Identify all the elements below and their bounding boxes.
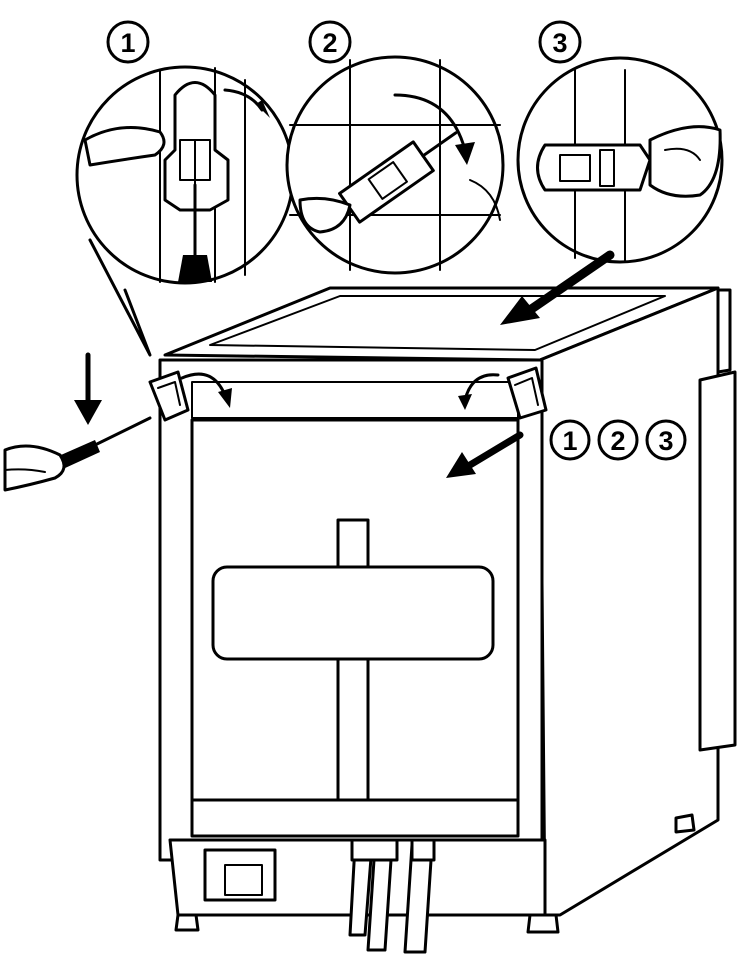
left-clip [148,370,232,422]
side-step-2: 2 [610,426,625,456]
step-3-label: 3 [552,28,567,58]
step-1-label: 1 [120,28,135,58]
clip-icon [536,143,652,192]
detail-circle-2: 2 [285,20,505,275]
detail-circle-3: 3 [516,20,724,264]
hand-icon [648,125,722,198]
side-step-labels: 1 2 3 [549,419,687,461]
clip-icon [506,366,548,420]
foot [674,813,696,834]
hand-icon [83,126,166,167]
arrow-icon [466,431,524,469]
step-2-label: 2 [322,28,337,58]
callout-pointer [88,238,152,357]
hand-icon [3,444,66,492]
clip-icon [148,370,190,422]
bracket-horizontal [211,565,495,661]
screwdriver-icon [93,416,152,447]
arrows [74,250,615,478]
side-step-1: 1 [562,426,577,456]
arrow-icon [525,250,615,315]
hand-with-screwdriver [3,416,152,492]
right-clip [458,366,548,420]
step-2-badge [308,20,352,64]
plinth-vent [203,848,277,902]
detail-circle-1: 1 [75,20,295,357]
step-1-badge [106,20,150,64]
hand-icon [298,196,352,234]
step-3-badge [538,20,582,64]
appliance [158,286,737,954]
foot [174,913,200,932]
side-step-3: 3 [658,426,673,456]
clip-icon [338,140,435,224]
foot [526,913,560,934]
